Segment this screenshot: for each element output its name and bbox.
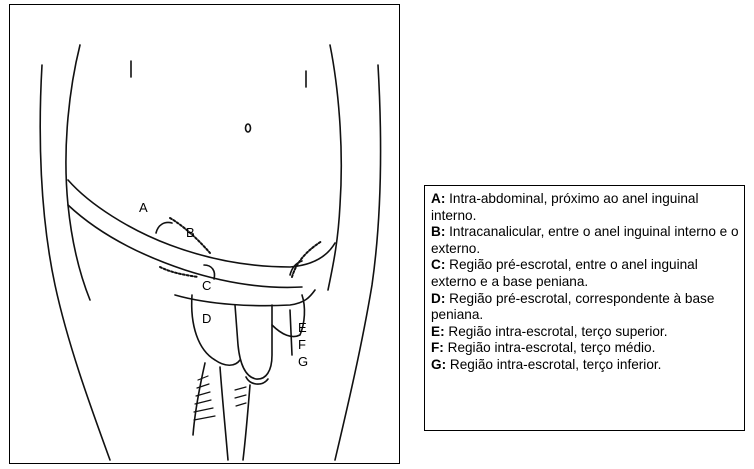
legend-entry-e: E: Região intra-escrotal, terço superior… — [431, 324, 740, 341]
penis-glans — [246, 377, 268, 384]
legend-entry-d: D: Região pré-escrotal, correspondente à… — [431, 291, 740, 324]
lower-abdomen-drawing: A B C D E F G — [10, 5, 399, 463]
legend-entry-g: G: Região intra-escrotal, terço inferior… — [431, 357, 740, 374]
label-f: F — [298, 337, 306, 352]
penis-shaft — [235, 305, 272, 379]
legend-box: A: Intra-abdominal, próximo ao anel ingu… — [424, 185, 745, 431]
legend-text-d: Região pré-escrotal, correspondente à ba… — [431, 291, 714, 323]
label-b: B — [186, 225, 195, 240]
legend-text-g: Região intra-escrotal, terço inferior. — [446, 357, 661, 372]
navel — [246, 124, 251, 132]
legend-entry-f: F: Região intra-escrotal, terço médio. — [431, 340, 740, 357]
legend-entry-a: A: Intra-abdominal, próximo ao anel ingu… — [431, 191, 740, 224]
legend-key-e: E: — [431, 324, 445, 339]
left-thigh-hatching — [194, 376, 246, 420]
left-thigh-inner — [220, 367, 228, 460]
marker-a-arc — [156, 222, 172, 233]
legend-text-c: Região pré-escrotal, entre o anel inguin… — [431, 257, 698, 289]
legend-key-f: F: — [431, 340, 444, 355]
anatomical-illustration: A B C D E F G — [9, 4, 400, 464]
right-thigh-inner — [243, 385, 250, 460]
legend-entry-c: C: Região pré-escrotal, entre o anel ing… — [431, 257, 740, 290]
inguinal-fold — [68, 180, 335, 267]
legend-key-a: A: — [431, 191, 445, 206]
label-g: G — [298, 354, 308, 369]
legend-text-e: Região intra-escrotal, terço superior. — [445, 324, 668, 339]
right-flank-line — [328, 45, 341, 290]
scrotum-left — [192, 295, 240, 365]
scrotal-line — [290, 310, 292, 355]
legend-text-b: Intracanalicular, entre o anel inguinal … — [431, 224, 739, 256]
label-c: C — [202, 278, 211, 293]
legend-text-a: Intra-abdominal, próximo ao anel inguina… — [431, 191, 699, 223]
label-a: A — [139, 200, 148, 215]
legend-text-f: Região intra-escrotal, terço médio. — [444, 340, 656, 355]
legend-entry-b: B: Intracanalicular, entre o anel inguin… — [431, 224, 740, 257]
label-e: E — [298, 320, 307, 335]
left-flank-line — [66, 45, 90, 300]
legend-key-b: B: — [431, 224, 445, 239]
legend-key-g: G: — [431, 357, 446, 372]
left-thigh — [193, 363, 205, 435]
legend-key-d: D: — [431, 291, 445, 306]
right-outer-contour — [335, 65, 380, 460]
pubic-curve — [175, 290, 315, 306]
label-d: D — [202, 311, 211, 326]
left-outer-contour — [40, 65, 110, 460]
legend-key-c: C: — [431, 257, 445, 272]
